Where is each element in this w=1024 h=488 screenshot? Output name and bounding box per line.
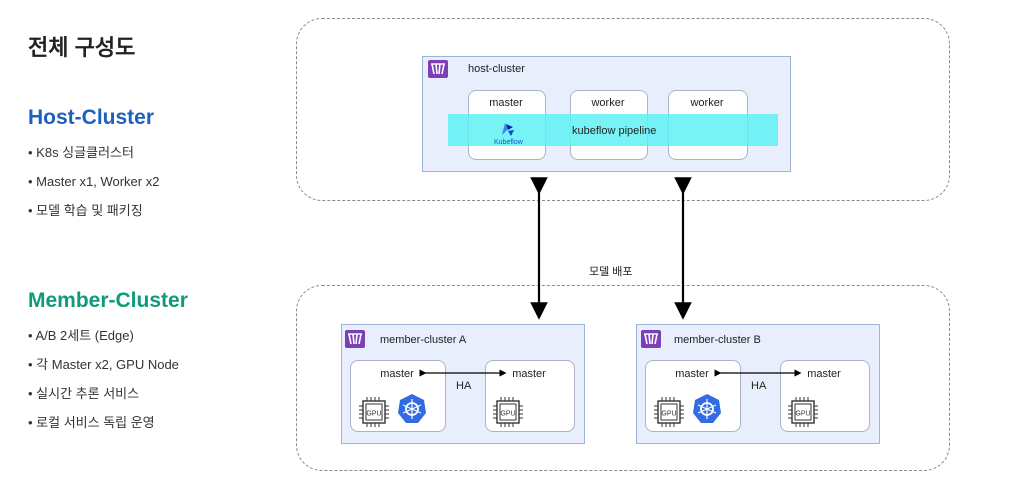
node-label: master bbox=[489, 97, 523, 109]
bullet-item: 로컬 서비스 독립 운영 bbox=[28, 415, 179, 444]
gpu-text: GPU bbox=[500, 411, 515, 418]
host-cluster-heading: Host-Cluster bbox=[28, 106, 155, 129]
gpu-text: GPU bbox=[795, 411, 810, 418]
gpu-chip-icon: GPU bbox=[788, 397, 818, 427]
node-label: worker bbox=[690, 97, 724, 109]
deploy-label: 모델 배포 bbox=[589, 266, 633, 278]
node-label: master bbox=[675, 368, 709, 380]
node-label: master bbox=[807, 368, 841, 380]
member-cluster-heading: Member-Cluster bbox=[28, 289, 188, 312]
host-cluster-bullets: K8s 싱글클러스터 Master x1, Worker x2 모델 학습 및 … bbox=[28, 145, 159, 232]
gpu-chip-icon: GPU bbox=[359, 397, 389, 427]
node-label: master bbox=[512, 368, 546, 380]
bullet-item: 실시간 추론 서비스 bbox=[28, 386, 179, 415]
node-label: worker bbox=[591, 97, 625, 109]
gpu-chip-icon: GPU bbox=[654, 397, 684, 427]
gpu-text: GPU bbox=[366, 411, 381, 418]
kubeflow-logo-text: Kubeflow bbox=[494, 139, 523, 146]
gpu-chip-icon: GPU bbox=[493, 397, 523, 427]
ha-label: HA bbox=[456, 380, 472, 392]
bullet-item: 각 Master x2, GPU Node bbox=[28, 357, 179, 386]
kubeflow-pipeline-band bbox=[448, 114, 778, 146]
bullet-item: A/B 2세트 (Edge) bbox=[28, 328, 179, 357]
kubernetes-logo-icon bbox=[398, 394, 426, 423]
page-title: 전체 구성도 bbox=[28, 35, 136, 60]
node-label: master bbox=[380, 368, 414, 380]
kubernetes-cluster-icon bbox=[345, 330, 365, 348]
ha-arrow bbox=[419, 369, 507, 377]
kubernetes-logo-icon bbox=[693, 394, 721, 423]
member-cluster-a-label: member-cluster A bbox=[380, 334, 467, 346]
kubernetes-cluster-icon bbox=[428, 60, 448, 78]
bullet-item: 모델 학습 및 패키징 bbox=[28, 203, 159, 232]
bullet-item: K8s 싱글클러스터 bbox=[28, 145, 159, 174]
member-cluster-bullets: A/B 2세트 (Edge) 각 Master x2, GPU Node 실시간… bbox=[28, 328, 179, 444]
bullet-item: Master x1, Worker x2 bbox=[28, 174, 159, 203]
pipeline-label: kubeflow pipeline bbox=[572, 125, 657, 137]
ha-label: HA bbox=[751, 380, 767, 392]
kubernetes-cluster-icon bbox=[641, 330, 661, 348]
kubeflow-logo-icon bbox=[502, 123, 514, 136]
host-cluster-label: host-cluster bbox=[468, 63, 525, 75]
member-cluster-b-label: member-cluster B bbox=[674, 334, 761, 346]
ha-arrow bbox=[714, 369, 802, 377]
gpu-text: GPU bbox=[661, 411, 676, 418]
